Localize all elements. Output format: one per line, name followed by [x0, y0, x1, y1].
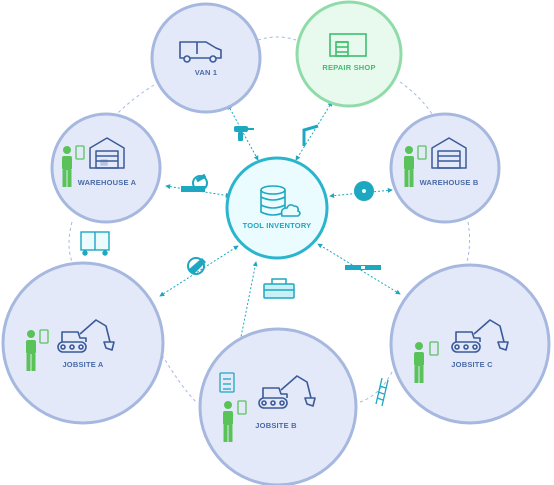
worker-icon: [62, 145, 85, 187]
framing-square-icon: [302, 124, 319, 146]
worker-icon: [223, 400, 247, 442]
node-warehouse-b[interactable]: WAREHOUSE B: [389, 112, 501, 224]
warehouse-icon: [89, 137, 125, 169]
node-label: JOBSITE A: [62, 360, 103, 369]
worker-icon: [26, 329, 49, 371]
node-warehouse-a[interactable]: WAREHOUSE A: [50, 112, 162, 224]
hub-label: TOOL INVENTORY: [243, 221, 312, 230]
node-jobsite-b[interactable]: JOBSITE B: [198, 327, 358, 485]
level-icon: [345, 265, 381, 270]
node-van-1[interactable]: VAN 1: [150, 2, 262, 114]
saw-blade-icon: [354, 181, 374, 201]
warehouse-icon: [431, 137, 467, 169]
node-jobsite-c[interactable]: JOBSITE C: [389, 263, 551, 425]
miter-saw-icon: [181, 173, 208, 192]
checklist-icon: [219, 372, 235, 393]
excavator-icon: [451, 319, 509, 353]
node-jobsite-a[interactable]: JOBSITE A: [1, 261, 165, 425]
excavator-icon: [57, 319, 115, 353]
ladder-icon: [375, 377, 389, 407]
excavator-icon: [258, 375, 316, 409]
toolbox-icon: [263, 278, 295, 299]
database-cloud-icon: [260, 185, 301, 217]
node-label: VAN 1: [195, 68, 218, 77]
node-label: WAREHOUSE B: [420, 178, 479, 187]
tool-cart-icon: [80, 231, 110, 256]
drill-icon: [234, 126, 254, 141]
worker-icon: [404, 145, 427, 187]
node-label: JOBSITE C: [451, 360, 493, 369]
garage-icon: [329, 33, 367, 57]
node-label: JOBSITE B: [255, 421, 297, 430]
van-icon: [179, 41, 222, 63]
node-repair-shop[interactable]: REPAIR SHOP: [295, 0, 403, 108]
worker-icon: [414, 341, 439, 383]
node-label: WAREHOUSE A: [78, 178, 137, 187]
circular-saw-icon: [187, 257, 206, 275]
node-tool-inventory[interactable]: TOOL INVENTORY: [225, 156, 329, 260]
node-label: REPAIR SHOP: [322, 63, 375, 72]
